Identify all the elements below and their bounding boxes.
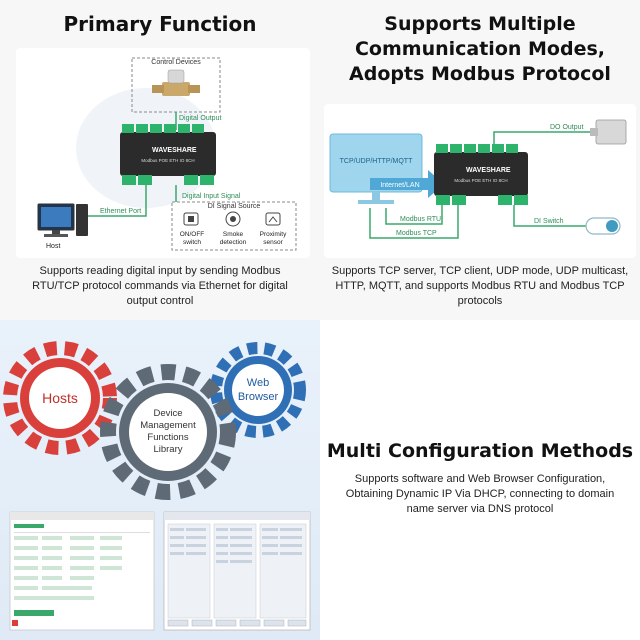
monitor-icon: [329, 133, 423, 204]
communication-modes-section: Supports Multiple Communication Modes, A…: [320, 0, 640, 320]
library-label-3: Functions: [147, 432, 188, 443]
device-model-comm: Modbus POE ETH IO 8CH: [454, 178, 507, 183]
device-brand: WAVESHARE: [152, 147, 197, 154]
proximity-label-2: sensor: [263, 239, 283, 246]
onoff-label-2: switch: [183, 239, 201, 246]
do-output-line: [493, 131, 594, 144]
configuration-methods-description: Supports software and Web Browser Config…: [345, 473, 615, 515]
proximity-label-1: Proximity: [260, 231, 287, 238]
electric-lock-icon: [590, 119, 627, 145]
device-model: Modbus POE ETH IO 8CH: [141, 158, 194, 163]
digital-output-label: Digital Output: [179, 115, 221, 122]
communication-title-line-1: Supports Multiple: [384, 13, 576, 35]
primary-function-title: Primary Function: [63, 12, 257, 36]
ethernet-port-label: Ethernet Port: [100, 208, 141, 215]
library-gear: [100, 364, 236, 500]
tcp-udp-label: TCP/UDP/HTTP/MQTT: [340, 158, 413, 165]
device-brand-comm: WAVESHARE: [466, 167, 511, 174]
host-label: Host: [46, 243, 60, 250]
digital-input-label: Digital Input Signal: [182, 193, 241, 200]
configuration-visual-section: Hosts Web Browser Device Management Func…: [0, 320, 320, 640]
onoff-label-1: ON/OFF: [180, 231, 205, 238]
valve-icon: [152, 69, 200, 96]
internet-lan-label: Internet/LAN: [380, 182, 419, 189]
di-switch-line: [513, 205, 586, 227]
toggle-switch-icon: [585, 217, 621, 235]
web-browser-gear: [210, 342, 306, 438]
primary-function-description: Supports reading digital input by sendin…: [32, 265, 288, 307]
configuration-methods-title: Multi Configuration Methods: [326, 440, 634, 462]
onoff-switch-icon: [183, 212, 199, 226]
modbus-rtu-line: [385, 205, 443, 225]
web-browser-label-2: Browser: [238, 391, 279, 403]
primary-function-section: Primary Function Control Devices Digital…: [0, 0, 320, 320]
primary-diagram-panel: Control Devices Digital Output: [16, 48, 310, 258]
smoke-detector-icon: [225, 211, 241, 227]
communication-diagram: TCP/UDP/HTTP/MQTT Internet/LAN WAVESHARE…: [329, 119, 627, 239]
modbus-tcp-label: Modbus TCP: [396, 230, 437, 237]
smoke-label-1: Smoke: [223, 231, 244, 238]
di-source-label: DI Signal Source: [208, 203, 261, 210]
do-output-label: DO Output: [550, 124, 584, 131]
configuration-methods-section: Multi Configuration Methods Supports sof…: [320, 320, 640, 640]
communication-title: Supports Multiple Communication Modes, A…: [320, 12, 640, 87]
io-device: WAVESHARE Modbus POE ETH IO 8CH: [120, 124, 216, 185]
ethernet-line: [88, 185, 147, 217]
library-label-1: Device: [153, 408, 182, 419]
proximity-sensor-icon: [265, 212, 281, 226]
modbus-tcp-line: [369, 205, 459, 239]
communication-title-line-3: Adopts Modbus Protocol: [349, 63, 611, 85]
gears-illustration: Hosts Web Browser Device Management Func…: [3, 341, 311, 631]
di-source-box: [171, 201, 297, 251]
communication-description: Supports TCP server, TCP client, UDP mod…: [331, 265, 629, 307]
library-label-2: Management: [140, 420, 196, 431]
communication-diagram-panel: TCP/UDP/HTTP/MQTT Internet/LAN WAVESHARE…: [324, 104, 636, 258]
internet-lan-arrow: [370, 170, 444, 198]
modbus-rtu-label: Modbus RTU: [400, 216, 441, 223]
smoke-label-2: detection: [220, 239, 247, 246]
software-config-screenshot: [163, 511, 311, 631]
host-computer-icon: [37, 203, 88, 237]
primary-diagram: Control Devices Digital Output: [37, 57, 297, 251]
library-label-4: Library: [153, 444, 182, 455]
control-devices-label: Control Devices: [151, 59, 201, 66]
communication-title-line-2: Communication Modes,: [354, 38, 605, 60]
hosts-gear-label: Hosts: [42, 390, 78, 406]
io-device-comm: WAVESHARE Modbus POE ETH IO 8CH: [434, 144, 528, 205]
di-switch-label: DI Switch: [534, 218, 564, 225]
web-browser-label-1: Web: [247, 377, 269, 389]
web-config-screenshot: [9, 511, 155, 631]
